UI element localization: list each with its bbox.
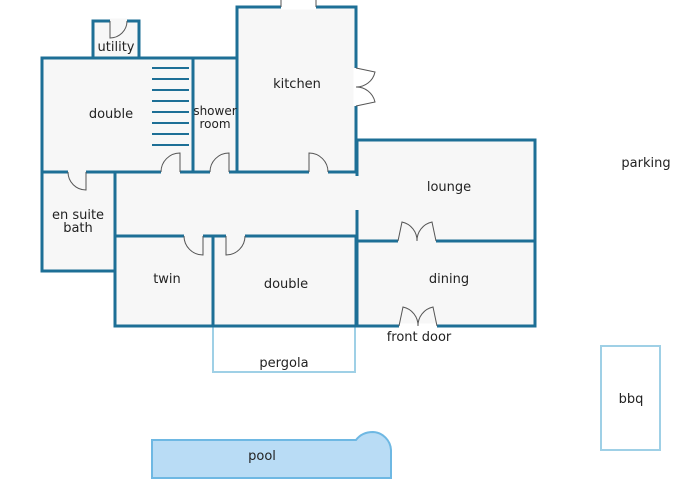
bbq-label: bbq (619, 392, 644, 407)
utility-label: utility (98, 40, 135, 55)
kitchen-label: kitchen (273, 77, 321, 92)
pergola-label: pergola (259, 356, 308, 371)
parking-label: parking (621, 156, 670, 171)
ensuite-label-line1: en suite (52, 208, 104, 223)
ensuite-door (67, 169, 87, 191)
bbq-outline (600, 345, 661, 451)
hallway (113, 170, 359, 238)
lounge-label: lounge (427, 180, 471, 195)
shower-label-line2: room (199, 117, 230, 131)
double-small-door (225, 233, 246, 256)
front-door-label: front door (387, 330, 452, 345)
twin-label: twin (153, 272, 181, 287)
ensuite-label-line2: bath (63, 221, 93, 236)
kitchen-top-door (280, 0, 317, 10)
utility-room (91, 19, 141, 60)
pool-label: pool (248, 449, 276, 464)
staircase (152, 67, 189, 146)
pergola-outline (212, 325, 356, 373)
kitchen-side-door (353, 67, 376, 107)
double-small-label: double (264, 277, 308, 292)
lounge-room (355, 138, 537, 243)
utility-door (109, 18, 128, 39)
twin-door (183, 233, 204, 256)
double-room-main (40, 56, 195, 174)
kitchen-hall-door (308, 152, 329, 175)
double-room-small (211, 234, 358, 328)
double-main-label: double (89, 107, 133, 122)
kitchen-room (235, 5, 358, 174)
shower-label-line1: shower (193, 104, 236, 118)
shower-door (209, 152, 230, 175)
double-main-door (160, 152, 181, 175)
front-door (398, 306, 438, 329)
pool-shape (151, 430, 392, 479)
dining-label: dining (429, 272, 469, 287)
lounge-dining-door (397, 221, 437, 244)
dining-room (355, 239, 537, 328)
